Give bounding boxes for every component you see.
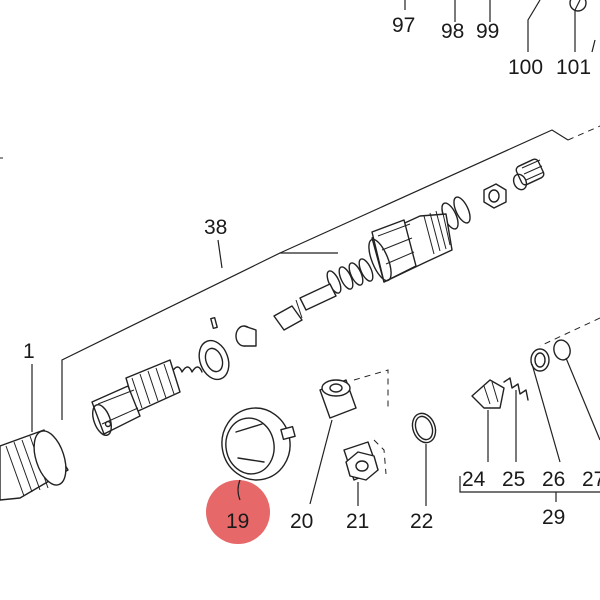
label-21: 21: [346, 510, 369, 533]
label-24: 24: [462, 468, 486, 491]
ring-part-26: [530, 348, 561, 463]
label-100: 100: [508, 56, 543, 79]
middle-parts: [171, 316, 257, 381]
label-29: 29: [542, 506, 565, 529]
label-1: 1: [23, 340, 35, 363]
label-99: 99: [476, 20, 499, 43]
label-98: 98: [441, 20, 464, 43]
hex-fitting-part-21: 21: [343, 439, 387, 533]
hex-nut-part: [483, 183, 507, 209]
assembly-bracket-38: 38: [61, 125, 600, 420]
seat-ring-part: [198, 339, 230, 381]
label-101: 101: [556, 56, 591, 79]
small-plug-part: [235, 325, 257, 347]
valve-body-part: [368, 208, 453, 283]
label-26: 26: [542, 468, 565, 491]
upper-valve-assembly: [273, 158, 545, 331]
housing-part-19: [221, 407, 296, 481]
label-22: 22: [410, 510, 433, 533]
label-19: 19: [226, 510, 249, 533]
label-97: 97: [392, 14, 415, 37]
right-parts-group: 24 25 26 27 29: [459, 317, 600, 529]
label-20: 20: [290, 510, 313, 533]
top-labels: 97 98 99 100 101: [392, 0, 596, 79]
oring-part-27: [553, 339, 600, 441]
highlight-marker: [206, 480, 270, 544]
label-38: 38: [204, 216, 227, 239]
cone-part-24: [471, 379, 505, 462]
spring-part-25: [503, 377, 529, 462]
fitting-part-20: 20: [290, 369, 389, 533]
label-25: 25: [502, 468, 525, 491]
left-valve-body: [91, 359, 181, 436]
cap-nut-part: [512, 158, 545, 191]
label-27: 27: [582, 468, 600, 491]
oring-part-22: 22: [410, 412, 437, 533]
shaft-part-1: 1: [0, 340, 69, 501]
pin-part: [273, 283, 337, 331]
